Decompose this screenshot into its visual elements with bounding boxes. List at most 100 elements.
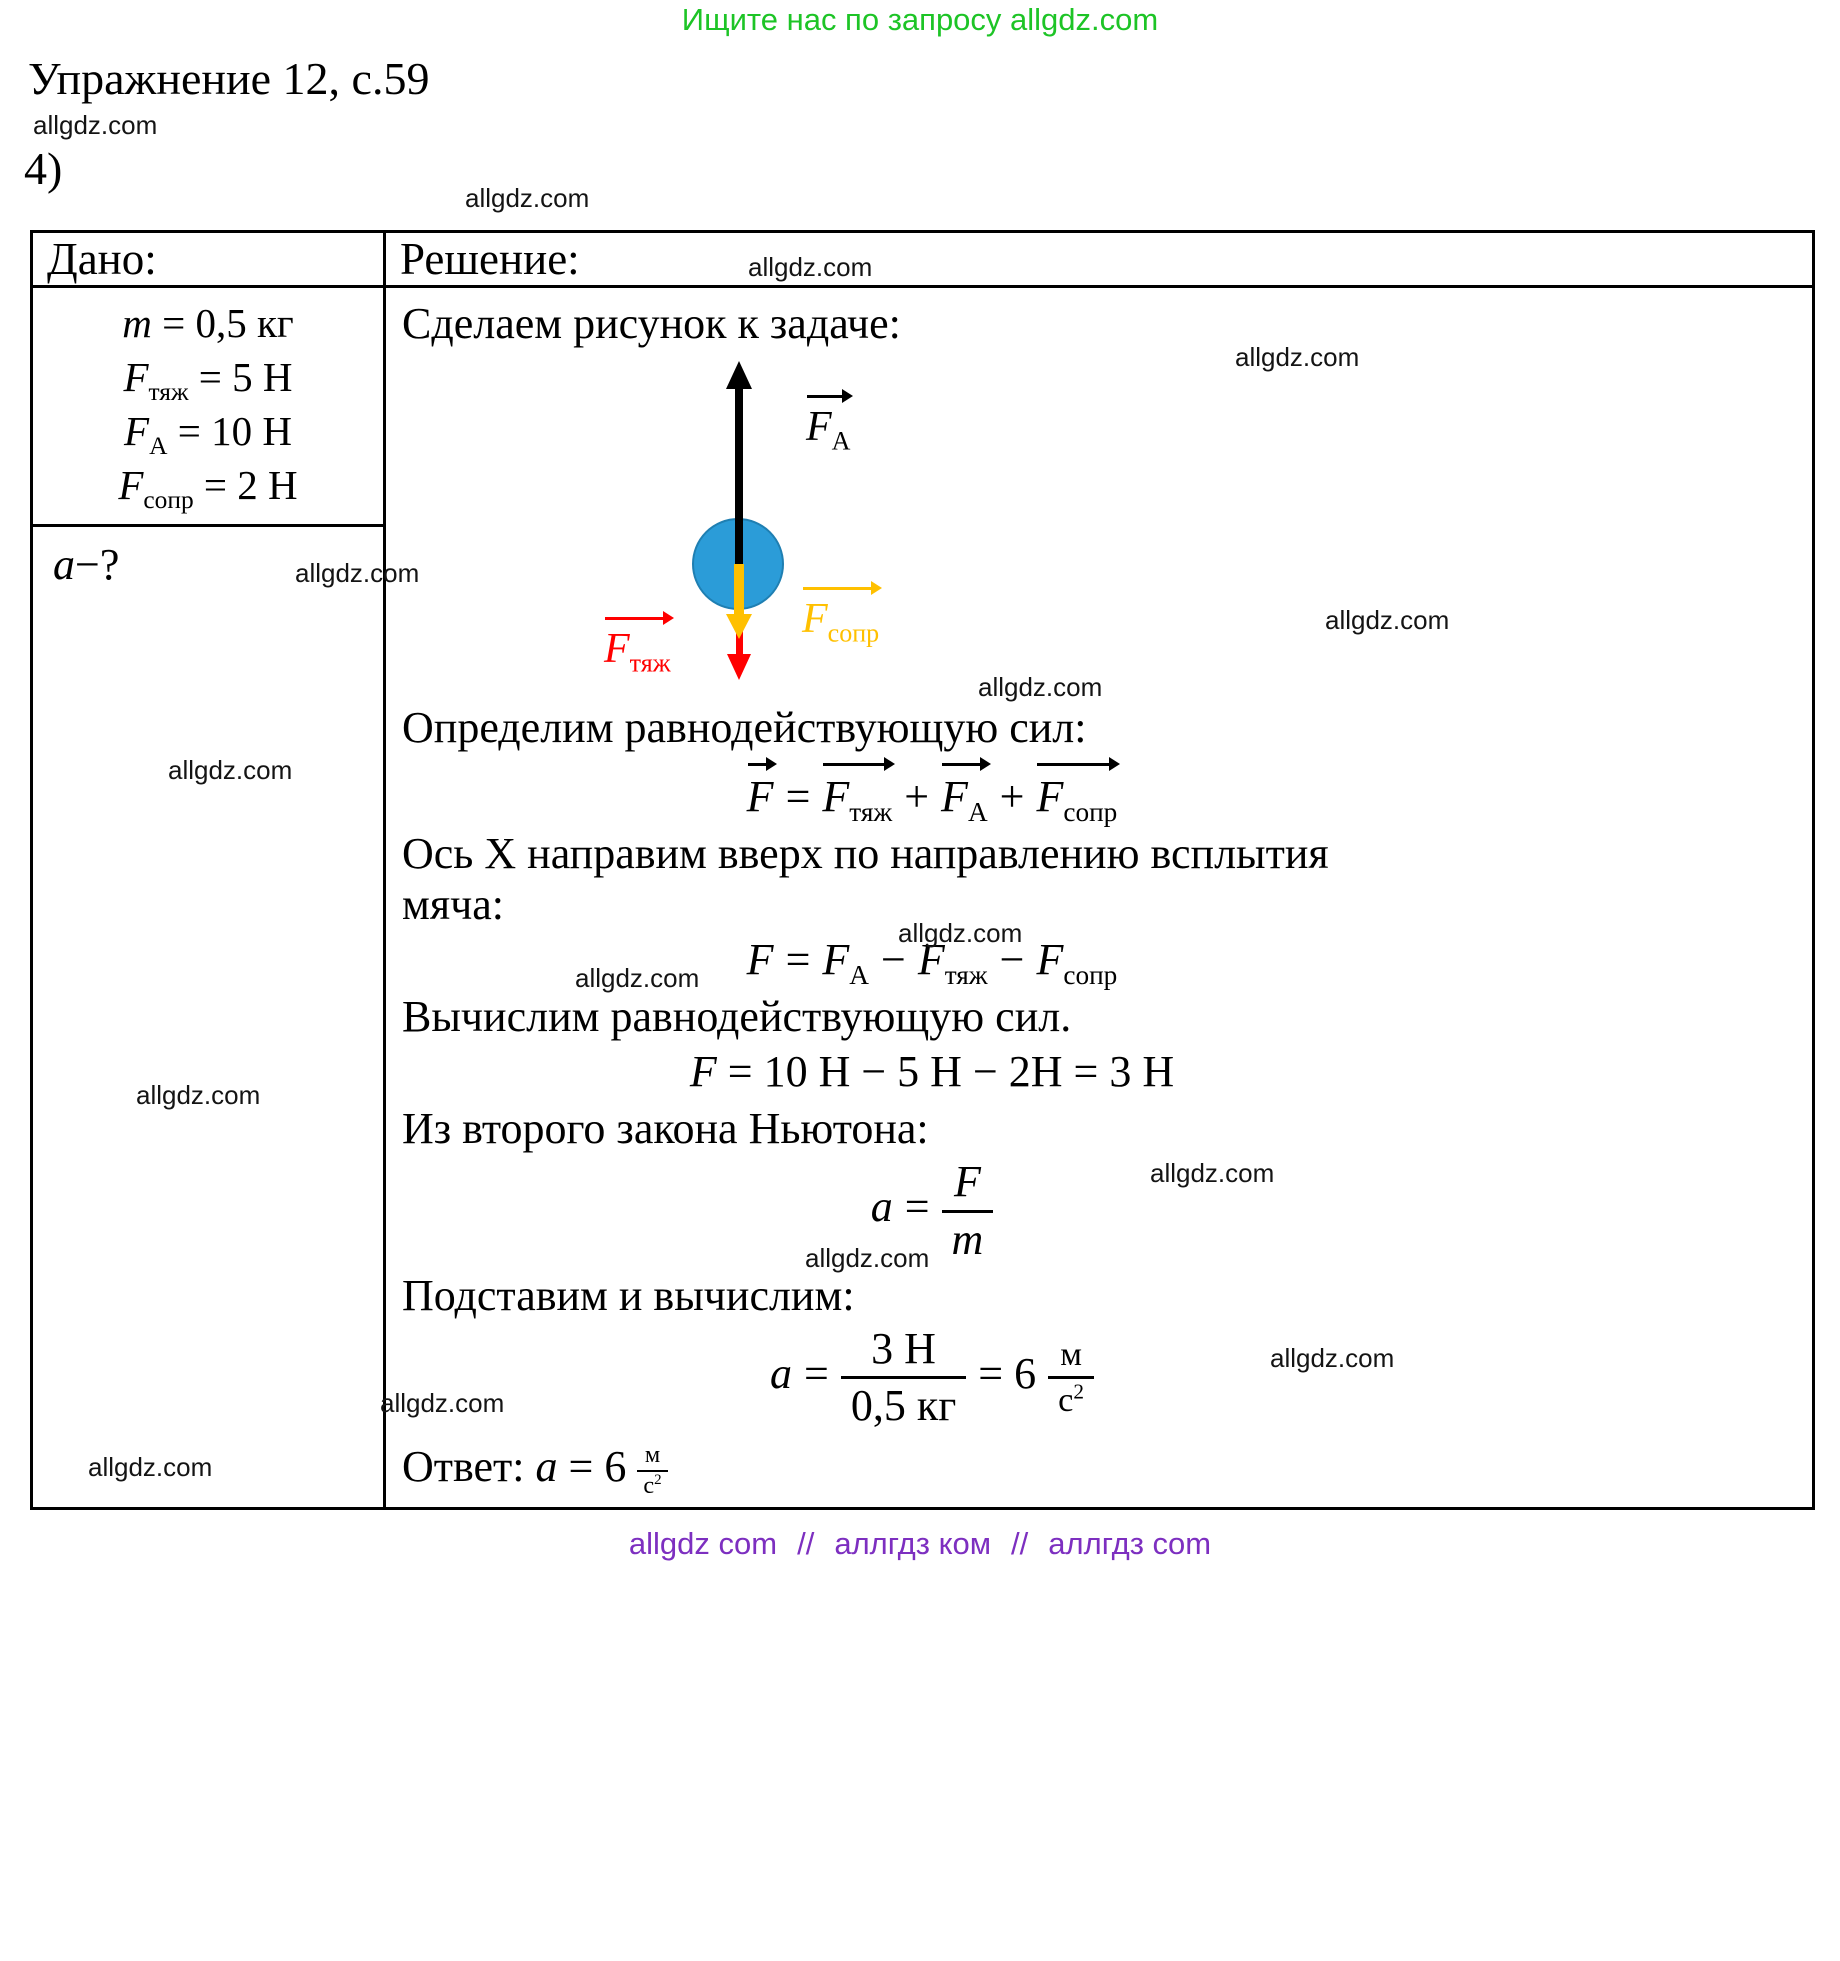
watermark: allgdz.com	[575, 963, 700, 993]
unit-den-exp: 2	[1073, 1380, 1084, 1405]
footer-separator: //	[797, 1526, 815, 1561]
solution-body: Сделаем рисунок к задаче: FA Fсопр Fтяж	[386, 288, 1812, 1499]
value-m: = 0,5 кг	[151, 300, 294, 346]
equals-sign: =	[785, 935, 811, 985]
answer-var: a	[535, 1441, 558, 1491]
given-values: m = 0,5 кг Fтяж = 5 Н FA = 10 Н Fсопр = …	[33, 288, 383, 527]
var-ftyazh-sub: тяж	[148, 378, 189, 407]
watermark: allgdz.com	[295, 558, 420, 588]
find-question: −?	[75, 540, 120, 589]
given-row-ftyazh: Fтяж = 5 Н	[33, 350, 383, 407]
term1-sub: A	[849, 959, 869, 990]
value-fsopr: = 2 Н	[193, 462, 298, 508]
solution-table: Дано: m = 0,5 кг Fтяж = 5 Н FA = 10 Н Fс…	[30, 230, 1815, 1510]
f-lhs: F	[746, 935, 774, 985]
a-lhs: a	[870, 1182, 893, 1232]
drag-arrowhead-icon	[726, 614, 752, 640]
fa-sub: A	[831, 426, 851, 456]
term2-sub: тяж	[944, 959, 988, 990]
answer-equals: = 6	[557, 1441, 638, 1491]
given-row-mass: m = 0,5 кг	[33, 296, 383, 350]
step-calculate: Вычислим равнодействующую сил.	[402, 992, 1072, 1042]
unit-numerator: м	[1048, 1335, 1094, 1380]
plus-sign: +	[904, 772, 930, 822]
plus-sign: +	[999, 772, 1025, 822]
label-fsopr: Fсопр	[802, 581, 883, 648]
ftyazh-base: F	[604, 626, 630, 673]
var-fa: F	[124, 408, 150, 454]
vector-fa: FA	[806, 389, 854, 456]
answer-unit-den: с2	[637, 1472, 667, 1500]
fraction-denominator: m	[942, 1213, 994, 1264]
term2-base: F	[941, 772, 968, 822]
step-make-drawing: Сделаем рисунок к задаче:	[402, 299, 901, 348]
watermark: allgdz.com	[1150, 1158, 1275, 1188]
watermark: allgdz.com	[898, 918, 1023, 948]
num-f: F	[953, 1157, 981, 1207]
find-row: a−?	[33, 527, 383, 590]
label-ftyazh: Fтяж	[604, 611, 674, 676]
term3-sub: сопр	[1063, 959, 1118, 990]
watermark: allgdz.com	[88, 1452, 213, 1482]
var-m: m	[122, 300, 152, 346]
a-lhs: a	[770, 1349, 793, 1399]
watermark: allgdz.com	[380, 1388, 505, 1418]
term3-base: F	[1036, 772, 1064, 822]
watermark: allgdz.com	[1270, 1343, 1395, 1373]
equals-six: = 6	[978, 1349, 1037, 1399]
answer-unit-den-base: с	[643, 1471, 655, 1499]
watermark: allgdz.com	[136, 1080, 261, 1110]
step-newton: Из второго закона Ньютона:	[402, 1104, 929, 1154]
fsopr-sub: сопр	[827, 618, 880, 648]
term2-base: F	[917, 935, 945, 985]
axis-line1: Ось X направим вверх по направлению вспл…	[402, 829, 1329, 879]
watermark: allgdz.com	[978, 672, 1103, 702]
fsopr-base: F	[802, 596, 828, 643]
answer-unit-num: м	[637, 1442, 668, 1472]
fraction-numerator: 3 Н	[840, 1324, 967, 1380]
fa-base: F	[806, 404, 832, 451]
footer-separator: //	[1011, 1526, 1029, 1561]
numeric-rest: = 10 Н − 5 Н − 2Н = 3 Н	[716, 1047, 1175, 1097]
value-fa: = 10 Н	[167, 408, 292, 454]
solution-column: Решение: Сделаем рисунок к задаче: FA Fс…	[386, 233, 1812, 1507]
footer-part2: аллгдз ком	[834, 1526, 992, 1561]
term1-sub: тяж	[849, 796, 893, 827]
vector-fsopr: Fсопр	[802, 581, 883, 648]
term2-sub: A	[967, 796, 988, 827]
watermark: allgdz.com	[1235, 342, 1360, 372]
equals-sign: =	[785, 772, 811, 822]
answer-label: Ответ:	[402, 1441, 536, 1491]
minus-sign: −	[999, 935, 1025, 985]
watermark: allgdz.com	[748, 252, 873, 282]
f-lhs: F	[689, 1047, 717, 1097]
given-row-fa: FA = 10 Н	[33, 404, 383, 461]
vector-ftyazh: Fтяж	[604, 611, 674, 676]
formula-resultant-vector: F=Fтяж+FA+Fсопр	[402, 757, 1462, 825]
buoyancy-arrowhead-icon	[726, 361, 752, 390]
footer-part1: allgdz com	[628, 1526, 778, 1561]
given-row-fsopr: Fсопр = 2 Н	[33, 458, 383, 513]
watermark: allgdz.com	[1325, 605, 1450, 635]
footer: allgdz com // аллгдз ком // аллгдз com	[0, 1526, 1840, 1562]
vector-fsopr-term: Fсопр	[1036, 757, 1121, 825]
answer-unit-den-exp: 2	[654, 1471, 662, 1488]
formula-numeric: F = 10 Н − 5 Н − 2Н = 3 Н	[402, 1046, 1462, 1097]
den-m: m	[951, 1214, 984, 1264]
footer-part3: аллгдз com	[1048, 1526, 1212, 1561]
vector-fa-term: FA	[941, 757, 991, 825]
unit-denominator: с2	[1048, 1379, 1094, 1420]
solution-header: Решение:	[386, 233, 1812, 288]
var-a: a	[53, 540, 75, 589]
var-ftyazh: F	[123, 354, 149, 400]
var-fa-sub: A	[149, 432, 168, 461]
term3-sub: сопр	[1063, 796, 1118, 827]
vector-ftyazh-term: Fтяж	[822, 757, 896, 825]
